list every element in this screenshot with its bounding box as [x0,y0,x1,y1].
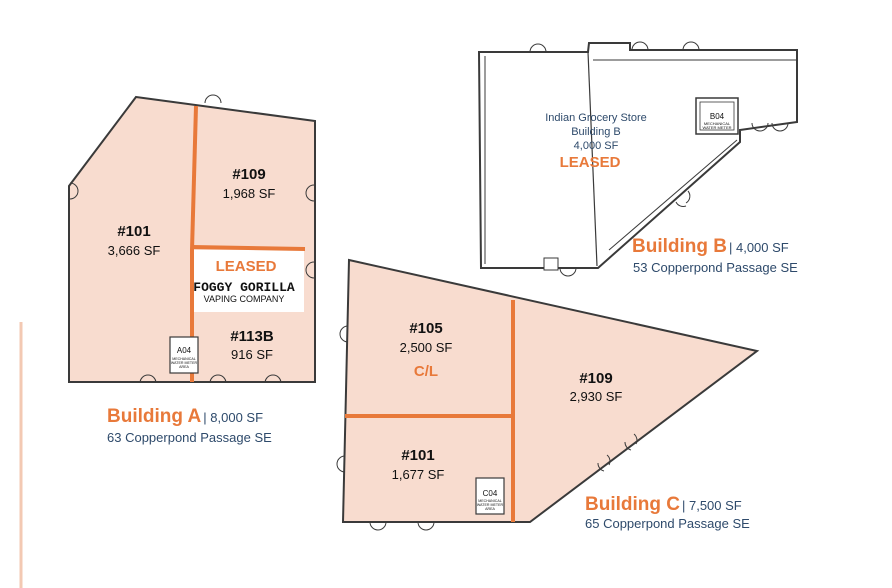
unit-area: 2,930 SF [570,389,623,404]
door-icon [529,41,789,277]
meter-box-inner [699,101,735,131]
meter-text: MECHANICAL [704,121,731,126]
building-address: 63 Copperpond Passage SE [107,430,272,445]
meter-text: WATER METER [477,503,504,507]
building-a-divider [191,245,306,251]
unit-number: #101 [401,447,434,464]
building-name: Building B| 4,000 SF [632,236,789,257]
building-name: Building C| 7,500 SF [585,494,742,515]
building-c-labels: #105 2,500 SF C/L #109 2,930 SF #101 1,6… [392,320,750,531]
building-address: 53 Copperpond Passage SE [633,260,798,275]
column-marker [543,257,559,271]
building-c-plan [336,258,760,531]
meter-text: AREA [179,365,189,369]
meter-code: C04 [483,489,498,498]
unit-number: #109 [579,370,612,387]
building-name: Building A| 8,000 SF [107,406,263,427]
building-b-plan [477,41,798,277]
leased-label: LEASED [216,258,277,275]
meter-box [695,97,739,135]
meter-text: WATER METER [702,125,731,130]
unit-number: #101 [117,223,150,240]
unit-area: 916 SF [231,347,273,362]
unit-number: #113B [230,328,274,345]
meter-text: MECHANICAL [172,357,196,361]
building-b-wall [608,139,738,251]
building-a-plan [68,94,316,384]
unit-number: #105 [409,320,442,337]
building-a-leased-area [192,250,304,312]
door-icon [336,325,638,531]
tenant-subtext: VAPING COMPANY [204,294,285,304]
meter-text: MECHANICAL [478,499,502,503]
unit-area: 1,968 SF [223,186,276,201]
unit-number: #109 [232,166,265,183]
building-a-labels: #101 3,666 SF #109 1,968 SF LEASED FOGGY… [107,166,295,445]
building-b-labels: Indian Grocery Store Building B 4,000 SF… [545,112,798,275]
building-b-footprint [477,42,798,269]
tenant-name: Indian Grocery Store [545,112,647,124]
tenant-area: 4,000 SF [574,140,619,152]
status-label: C/L [414,363,438,380]
building-c-footprint [341,258,760,523]
leased-label: LEASED [560,154,621,171]
building-a-divider [190,105,198,251]
meter-code: A04 [177,346,192,355]
building-b-wall [587,51,598,267]
door-icon [69,94,315,384]
unit-area: 2,500 SF [400,340,453,355]
unit-area: 1,677 SF [392,467,445,482]
meter-box [475,477,505,515]
tenant-building: Building B [571,126,621,138]
meter-code: B04 [710,112,725,121]
unit-area: 3,666 SF [108,243,161,258]
tenant-logo-text: FOGGY GORILLA [193,280,295,295]
meter-box [169,336,199,374]
meter-text: WATER METER [171,361,198,365]
building-address: 65 Copperpond Passage SE [585,516,750,531]
meter-text: AREA [485,507,495,511]
